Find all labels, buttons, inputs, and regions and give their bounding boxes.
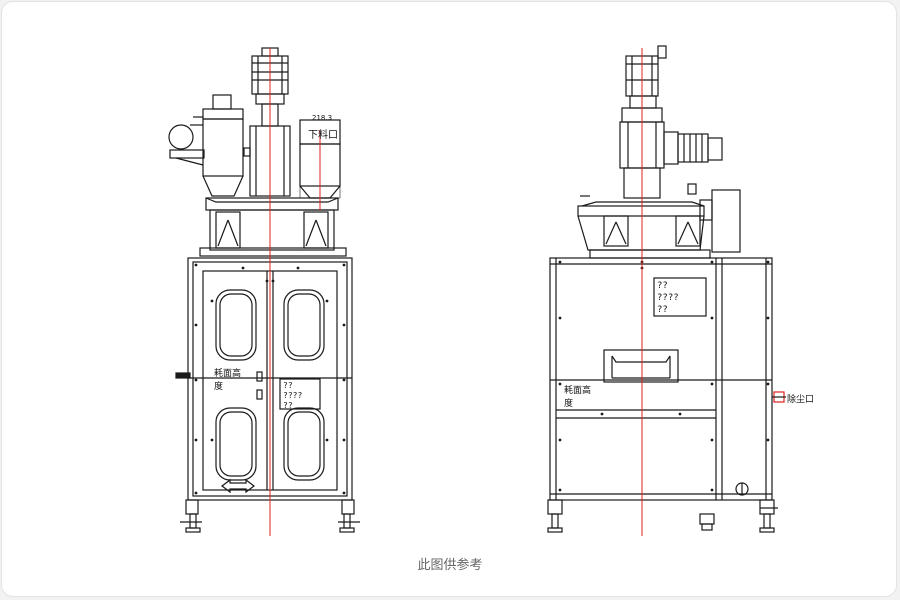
side-motor: [621, 45, 667, 123]
front-view: [168, 47, 360, 536]
dust-outlet-label: 除尘口: [787, 393, 814, 405]
dimension-label: 218.3: [312, 114, 332, 122]
side-legs: [547, 499, 778, 533]
front-height-label-2: 度: [214, 380, 223, 392]
side-plate-line-2: ????: [657, 293, 679, 303]
side-upper-base: [577, 189, 741, 259]
side-plate-line-1: ??: [657, 281, 668, 291]
front-cyclone: [168, 94, 251, 197]
front-height-label-1: 耗面高: [214, 367, 241, 379]
front-plate-line-2: ????: [283, 391, 302, 400]
front-cabinet: [175, 257, 353, 501]
caption: 此图供参考: [417, 558, 483, 573]
front-plate-line-1: ??: [283, 381, 293, 390]
side-height-label-1: 耗面高: [564, 384, 591, 396]
side-gearbox: [619, 121, 723, 199]
side-height-label-2: 度: [564, 397, 573, 409]
side-cabinet: [549, 257, 786, 501]
outlet-label: 下料口: [308, 128, 338, 141]
front-legs: [180, 499, 360, 533]
front-plate-line-3: ??: [283, 401, 293, 410]
front-upper-base: [199, 197, 347, 257]
side-plate-line-3: ??: [657, 305, 668, 315]
side-view: [547, 45, 786, 536]
